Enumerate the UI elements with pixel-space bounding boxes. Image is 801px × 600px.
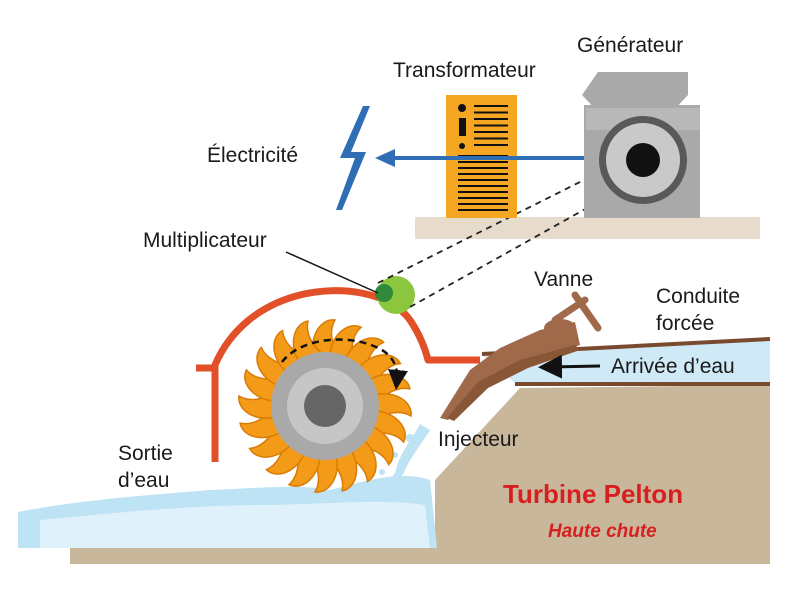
diagram-title: Turbine Pelton	[503, 479, 683, 509]
injector-shade	[447, 345, 580, 421]
label-generateur: Générateur	[577, 34, 683, 57]
label-conduite-1: Conduite	[656, 285, 740, 308]
label-multiplicateur: Multiplicateur	[143, 229, 267, 252]
lightning-icon	[336, 106, 370, 210]
rotation-arrow-icon	[281, 338, 408, 390]
outflow-water-light	[40, 501, 430, 548]
upper-platform	[415, 217, 760, 239]
injector	[440, 322, 580, 420]
pelton-bucket	[292, 320, 325, 363]
spray-drop	[379, 469, 385, 475]
label-vanne: Vanne	[534, 268, 593, 291]
label-injecteur: Injecteur	[438, 428, 519, 451]
label-sortie-2: d’eau	[118, 469, 169, 492]
label-conduite-2: forcée	[656, 312, 714, 335]
label-arrivee: Arrivée d’eau	[611, 355, 735, 378]
runner-hub	[304, 385, 346, 427]
diagram-subtitle: Haute chute	[548, 521, 657, 542]
generator	[582, 72, 700, 218]
water-flow-arrow-icon	[538, 354, 601, 379]
valve-handle	[571, 291, 602, 332]
jet-spray	[372, 424, 430, 494]
electricity-arrow-icon	[375, 149, 395, 167]
valve-body	[544, 319, 576, 337]
multiplier-leader	[285, 251, 379, 294]
hillside	[435, 385, 770, 564]
label-sortie-1: Sortie	[118, 442, 173, 465]
label-transformateur: Transformateur	[393, 59, 536, 82]
label-electricite: Électricité	[207, 144, 298, 167]
turbine-casing	[211, 287, 480, 462]
multiplier-core	[375, 284, 393, 302]
spray-drop	[406, 434, 414, 442]
